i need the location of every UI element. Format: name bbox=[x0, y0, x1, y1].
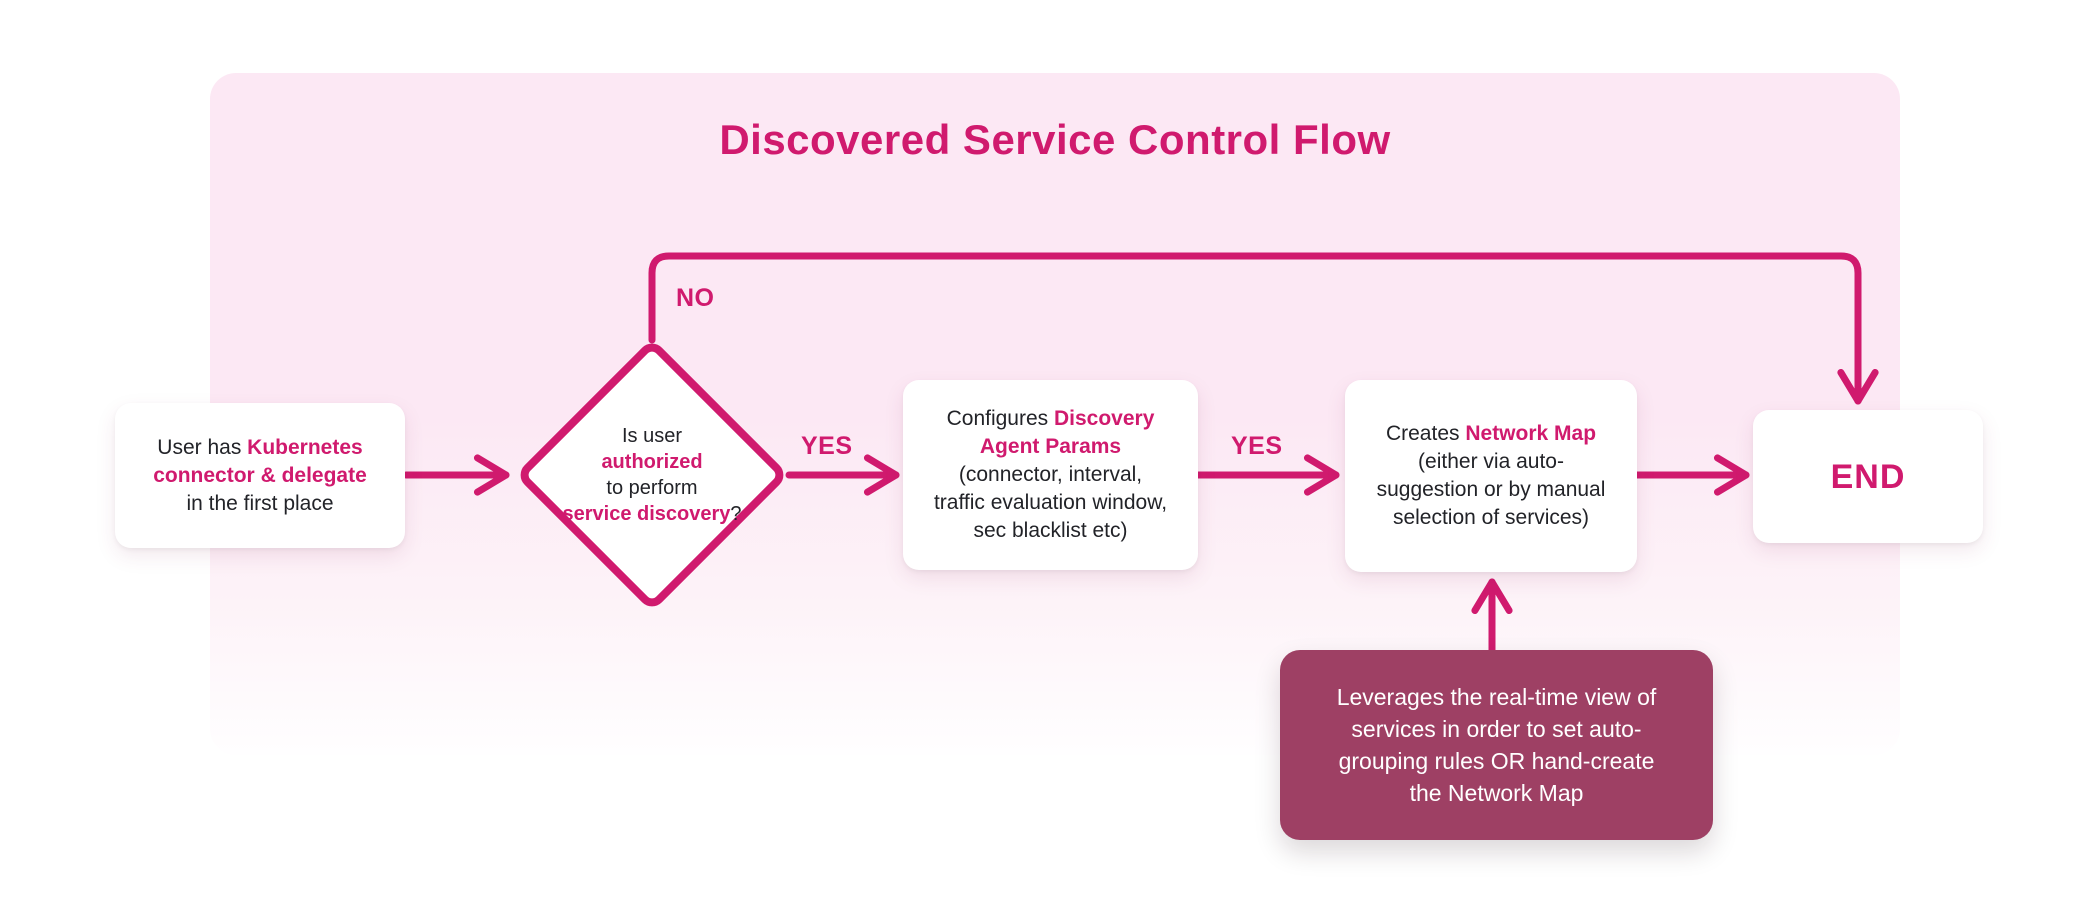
diagram-title: Discovered Service Control Flow bbox=[719, 116, 1391, 163]
edge-label-yes-configure: YES bbox=[1231, 432, 1283, 460]
node-end: END bbox=[1753, 410, 1983, 543]
node-create-network-map: Creates Network Map(either via auto-sugg… bbox=[1345, 380, 1637, 572]
edge-label-yes-decision: YES bbox=[801, 432, 853, 460]
edge-label-no: NO bbox=[676, 284, 715, 312]
end-label: END bbox=[1830, 457, 1906, 496]
